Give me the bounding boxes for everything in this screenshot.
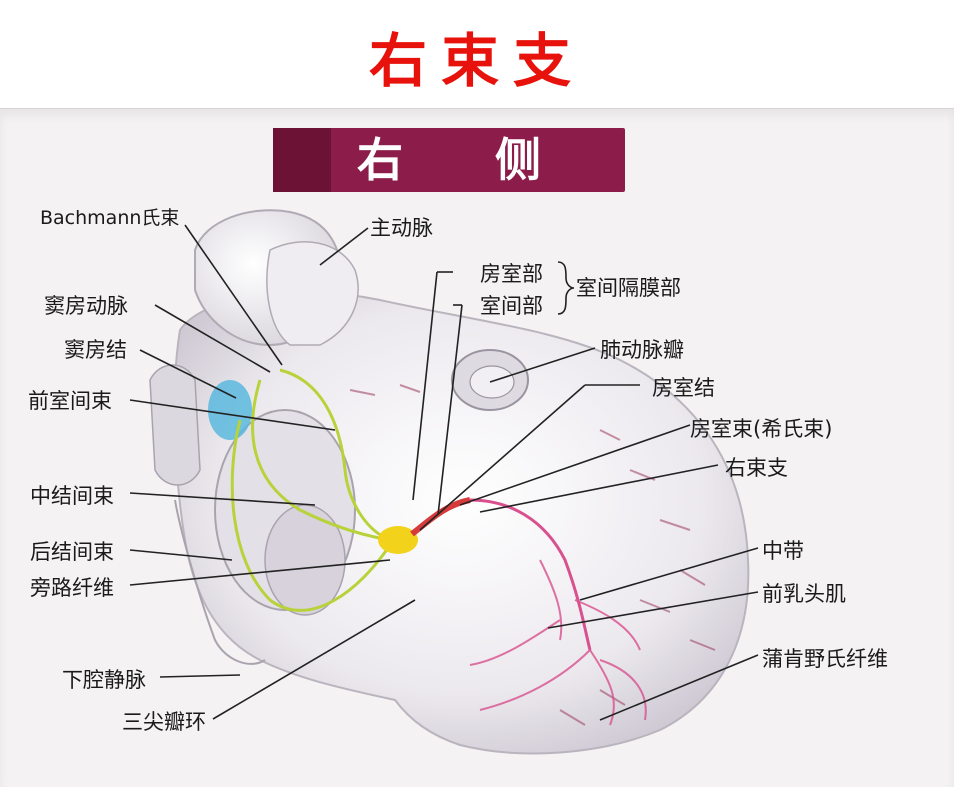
label-purkinje: 蒲肯野氏纤维 [762,647,888,671]
label-av-part: 房室部 [480,262,543,286]
label-sinus-node: 窦房结 [64,338,127,362]
purkinje-network [469,559,647,726]
label-sinus-artery: 窦房动脉 [44,294,128,318]
label-pulmonary-valve: 肺动脉瓣 [600,338,684,362]
label-interventricular-part: 室间部 [480,294,543,318]
page-title: 右束支 [368,27,585,95]
label-membranous-septum: 室间隔膜部 [576,276,681,300]
vessel-ivc [174,499,266,665]
label-aorta: 主动脉 [370,216,433,240]
aorta-trunk [266,241,359,346]
label-posterior-internodal: 后结间束 [30,540,114,564]
banner-text: 右 侧 [356,133,579,187]
leader-lines [129,224,759,721]
label-anterior-internodal: 前室间束 [28,389,112,413]
label-bachmann: Bachmann氏束 [40,207,180,229]
label-moderator-band: 中带 [762,539,804,563]
septum-brace [557,261,575,315]
label-anterior-papillary: 前乳头肌 [762,582,846,606]
label-his-bundle: 房室束(希氏束) [690,417,833,441]
banner-accent [273,128,331,192]
atrium-inner [264,504,346,616]
label-av-node: 房室结 [652,376,715,400]
label-ivc: 下腔静脉 [62,668,146,692]
right-bundle-shape [469,498,592,651]
label-bypass-fibers: 旁路纤维 [30,576,114,600]
vessel-left [149,364,201,486]
label-right-bundle-branch: 右束支 [725,456,788,480]
label-middle-internodal: 中结间束 [30,484,114,508]
sinus-node-shape [208,380,252,440]
av-node-shape [378,526,418,554]
label-tricuspid-ring: 三尖瓣环 [122,710,206,734]
heart-body [173,290,750,755]
internodal-tracts [230,368,392,612]
side-banner [273,128,625,192]
